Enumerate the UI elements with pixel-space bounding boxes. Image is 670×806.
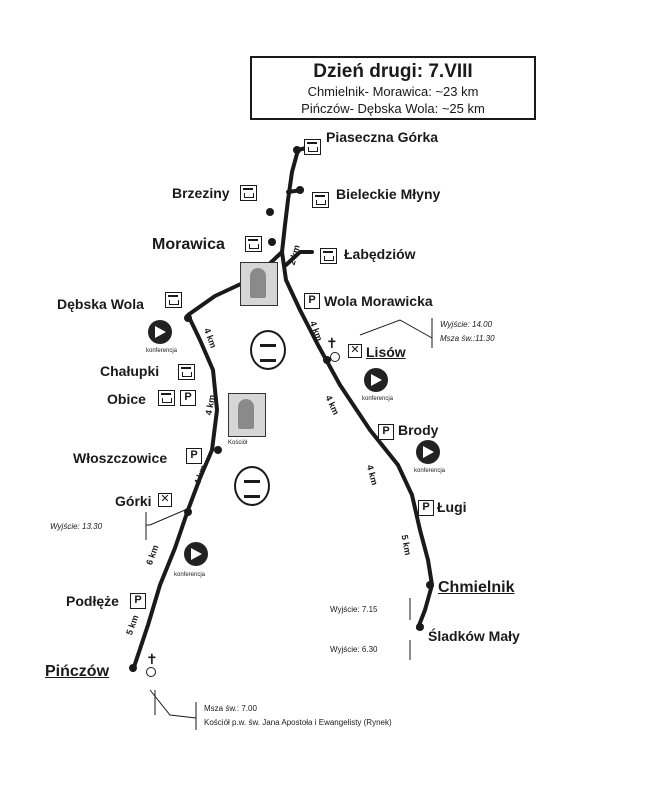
route-north [280, 144, 316, 254]
conference-label: konferencja [174, 572, 206, 578]
route-distance-1: Chmielnik- Morawica: ~23 km [307, 84, 479, 99]
node [129, 664, 137, 672]
place-labedziow: Łabędziów [344, 246, 416, 262]
megaphone-icon [184, 542, 208, 566]
lodging-icon [240, 185, 257, 201]
place-brody: Brody [398, 422, 439, 438]
place-morawica: Morawica [152, 236, 225, 253]
node [268, 238, 276, 246]
route-west [131, 250, 284, 672]
place-chalupki: Chałupki [100, 363, 160, 379]
note-chmielnik-wyjscie: Wyjście: 7.15 [330, 605, 378, 614]
node [293, 146, 301, 154]
place-brzeziny: Brzeziny [172, 185, 230, 201]
place-podleze: Podłęże [66, 593, 119, 609]
day-header: Dzień drugi: 7.VIII Chmielnik- Morawica:… [250, 56, 536, 120]
place-pinczow: Pińczów [45, 663, 110, 680]
place-wola-morawicka: Wola Morawicka [324, 293, 433, 309]
leader-pinczow [149, 689, 197, 719]
lodging-icon [165, 292, 182, 308]
node [184, 314, 192, 322]
megaphone-icon [364, 368, 388, 392]
megaphone-icon [148, 320, 172, 344]
place-bieleckie-mlyny: Bieleckie Młyny [336, 186, 441, 202]
place-lugi: Ługi [437, 499, 467, 515]
place-sladkow-maly: Śladków Mały [428, 628, 520, 644]
parking-icon: P [418, 500, 434, 516]
note-lisow-wyjscie: Wyjście: 14.00 [440, 320, 493, 329]
route-spur [284, 250, 314, 267]
shrine-icon [240, 262, 278, 306]
lodging-icon [304, 139, 321, 155]
parking-icon: P [378, 424, 394, 440]
note-gorki-wyjscie: Wyjście: 13.30 [50, 522, 103, 531]
place-obice: Obice [107, 391, 146, 407]
place-piaseczna-gorka: Piaseczna Górka [326, 129, 439, 145]
day-title: Dzień drugi: 7.VIII [313, 61, 473, 82]
parking-icon: P [130, 593, 146, 609]
route-distance-2: Pińczów- Dębska Wola: ~25 km [301, 101, 485, 116]
church-circle-icon [330, 352, 340, 362]
cross-icon: ✝ [326, 335, 338, 351]
conference-label: konferencja [414, 468, 446, 474]
face-icon [250, 330, 286, 370]
note-pinczow-kosciol: Kościół p.w. św. Jana Apostoła i Ewangel… [204, 718, 392, 727]
lodging-icon [312, 192, 329, 208]
place-wloszczowice: Włoszczowice [73, 450, 168, 466]
conference-label: konferencja [362, 396, 394, 402]
megaphone-icon [416, 440, 440, 464]
x-box-icon: ✕ [348, 344, 362, 358]
node [266, 208, 274, 216]
node [214, 446, 222, 454]
note-sladkow-wyjscie: Wyjście: 6.30 [330, 645, 378, 654]
lodging-icon [320, 248, 337, 264]
lodging-icon [245, 236, 262, 252]
node [416, 623, 424, 631]
leader-gorki [146, 509, 186, 526]
node [323, 356, 331, 364]
parking-icon: P [186, 448, 202, 464]
church-circle-icon [146, 667, 156, 677]
parking-icon: P [180, 390, 196, 406]
place-chmielnik: Chmielnik [438, 579, 515, 596]
node [296, 186, 304, 194]
note-pinczow-msza: Msza św.: 7.00 [204, 704, 257, 713]
conference-label: konferencja [146, 348, 178, 354]
lodging-icon [158, 390, 175, 406]
place-lisow: Lisów [366, 344, 406, 360]
lodging-icon [178, 364, 195, 380]
place-gorki: Górki [115, 493, 152, 509]
parking-icon: P [304, 293, 320, 309]
x-box-icon: ✕ [158, 493, 172, 507]
shrine-icon [228, 393, 266, 437]
node [184, 508, 192, 516]
shrine-label: Kościół [228, 440, 248, 446]
note-lisow-msza: Msza św.:11.30 [440, 334, 495, 343]
node [426, 581, 434, 589]
cross-icon: ✝ [146, 651, 158, 667]
leader-lisow [359, 319, 433, 339]
place-debska-wola: Dębska Wola [57, 296, 144, 312]
face-icon [234, 466, 270, 506]
